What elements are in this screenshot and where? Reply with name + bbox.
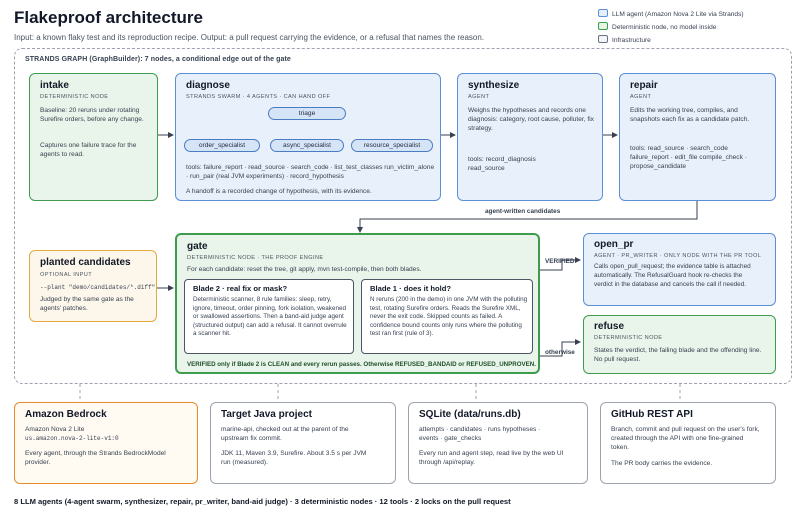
java-title: Target Java project bbox=[221, 409, 312, 420]
page-subtitle: Input: a known flaky test and its reprod… bbox=[14, 33, 485, 42]
blade-1-body: N reruns (200 in the demo) in one JVM wi… bbox=[370, 296, 528, 337]
repair-title: repair bbox=[630, 80, 658, 91]
sqlite-box[interactable]: SQLite (data/runs.db) attempts · candida… bbox=[408, 402, 588, 484]
edge-repair-gate bbox=[357, 201, 698, 233]
sqlite-title: SQLite (data/runs.db) bbox=[419, 409, 521, 420]
diagnose-node[interactable]: diagnose STRANDS SWARM · 4 AGENTS · CAN … bbox=[175, 73, 441, 201]
github-rest-api-box[interactable]: GitHub REST API Branch, commit and pull … bbox=[600, 402, 776, 484]
intake-body-2: Captures one failure trace for the agent… bbox=[40, 142, 137, 158]
legend-infra: Infrastructure bbox=[598, 35, 651, 45]
order-specialist-agent[interactable]: order_specialist bbox=[184, 139, 260, 152]
edge-label-candidates: agent-written candidates bbox=[485, 208, 561, 215]
open-pr-title: open_pr bbox=[594, 239, 634, 250]
legend-llm: LLM agent (Amazon Nova 2 Lite via Strand… bbox=[598, 9, 744, 19]
planted-sub: OPTIONAL INPUT bbox=[40, 272, 93, 278]
gate-title: gate bbox=[187, 241, 208, 252]
java-body-2: JDK 11, Maven 3.9, Surefire. About 3.5 s… bbox=[221, 450, 367, 466]
intake-title: intake bbox=[40, 80, 69, 91]
legend-blue-swatch bbox=[598, 9, 608, 17]
resource-specialist-agent[interactable]: resource_specialist bbox=[351, 139, 433, 152]
refuse-body: States the verdict, the failing blade an… bbox=[594, 347, 762, 363]
synthesize-sub: AGENT bbox=[468, 94, 490, 100]
repair-sub: AGENT bbox=[630, 94, 652, 100]
strands-graph-label: STRANDS GRAPH (GraphBuilder): 7 nodes, a… bbox=[25, 56, 291, 63]
repair-body: Edits the working tree, compiles, and sn… bbox=[630, 107, 750, 123]
intake-sub: DETERMINISTIC NODE bbox=[40, 94, 109, 100]
intake-body-1: Baseline: 20 reruns under rotating Suref… bbox=[40, 107, 144, 123]
refuse-node[interactable]: refuse DETERMINISTIC NODE States the ver… bbox=[583, 315, 776, 374]
blade-2-box: Blade 2 · real fix or mask? Deterministi… bbox=[184, 279, 354, 354]
gate-desc: For each candidate: reset the tree, git … bbox=[187, 266, 422, 273]
gate-sub: DETERMINISTIC NODE · THE PROOF ENGINE bbox=[187, 255, 324, 261]
triage-agent[interactable]: triage bbox=[268, 107, 346, 120]
blade-1-box: Blade 1 · does it hold? N reruns (200 in… bbox=[361, 279, 533, 354]
blade-1-title: Blade 1 · does it hold? bbox=[370, 284, 452, 293]
planted-title: planted candidates bbox=[40, 257, 131, 268]
bedrock-title: Amazon Bedrock bbox=[25, 409, 107, 420]
async-specialist-agent[interactable]: async_specialist bbox=[270, 139, 344, 152]
diagnose-title: diagnose bbox=[186, 80, 230, 91]
repair-node[interactable]: repair AGENT Edits the working tree, com… bbox=[619, 73, 776, 201]
refuse-sub: DETERMINISTIC NODE bbox=[594, 335, 663, 341]
synthesize-node[interactable]: synthesize AGENT Weighs the hypotheses a… bbox=[457, 73, 603, 201]
java-body-1: marine-api, checked out at the parent of… bbox=[221, 426, 349, 442]
diagnose-sub: STRANDS SWARM · 4 AGENTS · CAN HAND OFF bbox=[186, 94, 331, 100]
bedrock-model: Amazon Nova 2 Lite bbox=[25, 426, 85, 433]
synthesize-title: synthesize bbox=[468, 80, 520, 91]
legend-deterministic: Deterministic node, no model inside bbox=[598, 22, 716, 32]
legend-green-swatch bbox=[598, 22, 608, 30]
page-title: Flakeproof architecture bbox=[14, 8, 203, 27]
diagnose-handoff: A handoff is a recorded change of hypoth… bbox=[186, 188, 372, 195]
intake-node[interactable]: intake DETERMINISTIC NODE Baseline: 20 r… bbox=[29, 73, 158, 201]
github-title: GitHub REST API bbox=[611, 409, 693, 420]
legend-deterministic-label: Deterministic node, no model inside bbox=[612, 24, 717, 31]
refuse-title: refuse bbox=[594, 321, 625, 332]
planted-candidates-node[interactable]: planted candidates OPTIONAL INPUT --plan… bbox=[29, 250, 157, 322]
legend-gray-swatch bbox=[598, 35, 608, 43]
synthesize-tools: tools: record_diagnosis read_source bbox=[468, 156, 536, 172]
strands-graph-container bbox=[14, 48, 792, 384]
planted-code: --plant "demo/candidates/*.diff" bbox=[40, 284, 156, 291]
synthesize-body: Weighs the hypotheses and records one di… bbox=[468, 107, 594, 132]
github-body-1: Branch, commit and pull request on the u… bbox=[611, 426, 760, 451]
gate-verdict-rule: VERIFIED only if Blade 2 is CLEAN and ev… bbox=[187, 361, 536, 368]
repair-tools: tools: read_source · search_code failure… bbox=[630, 145, 747, 170]
edge-gate-open-pr bbox=[540, 257, 581, 271]
diagnose-tools: tools: failure_report · read_source · se… bbox=[186, 164, 435, 180]
edge-gate-refuse bbox=[540, 339, 581, 357]
legend-llm-label: LLM agent (Amazon Nova 2 Lite via Strand… bbox=[612, 11, 744, 18]
edge-label-verified: VERIFIED bbox=[545, 258, 575, 265]
bedrock-body: Every agent, through the Strands Bedrock… bbox=[25, 450, 166, 466]
amazon-bedrock-box[interactable]: Amazon Bedrock Amazon Nova 2 Lite us.ama… bbox=[14, 402, 198, 484]
footer-summary: 8 LLM agents (4-agent swarm, synthesizer… bbox=[14, 497, 511, 506]
planted-body: Judged by the same gate as the agents' p… bbox=[40, 296, 134, 312]
blade-2-body: Deterministic scanner, 8 rule families: … bbox=[193, 296, 347, 337]
github-body-2: The PR body carries the evidence. bbox=[611, 460, 713, 467]
open-pr-node[interactable]: open_pr AGENT · PR_WRITER · ONLY NODE WI… bbox=[583, 233, 776, 306]
target-java-project-box[interactable]: Target Java project marine-api, checked … bbox=[210, 402, 396, 484]
sqlite-body-1: attempts · candidates · runs hypotheses … bbox=[419, 426, 541, 442]
sqlite-body-2: Every run and agent step, read live by t… bbox=[419, 450, 564, 466]
blade-2-title: Blade 2 · real fix or mask? bbox=[193, 284, 288, 293]
edge-label-otherwise: otherwise bbox=[545, 349, 575, 356]
legend-infra-label: Infrastructure bbox=[612, 37, 651, 44]
bedrock-model-id: us.amazon.nova-2-lite-v1:0 bbox=[25, 435, 119, 442]
open-pr-sub: AGENT · PR_WRITER · ONLY NODE WITH THE P… bbox=[594, 253, 762, 259]
open-pr-body: Calls open_pull_request; the evidence ta… bbox=[594, 263, 751, 288]
